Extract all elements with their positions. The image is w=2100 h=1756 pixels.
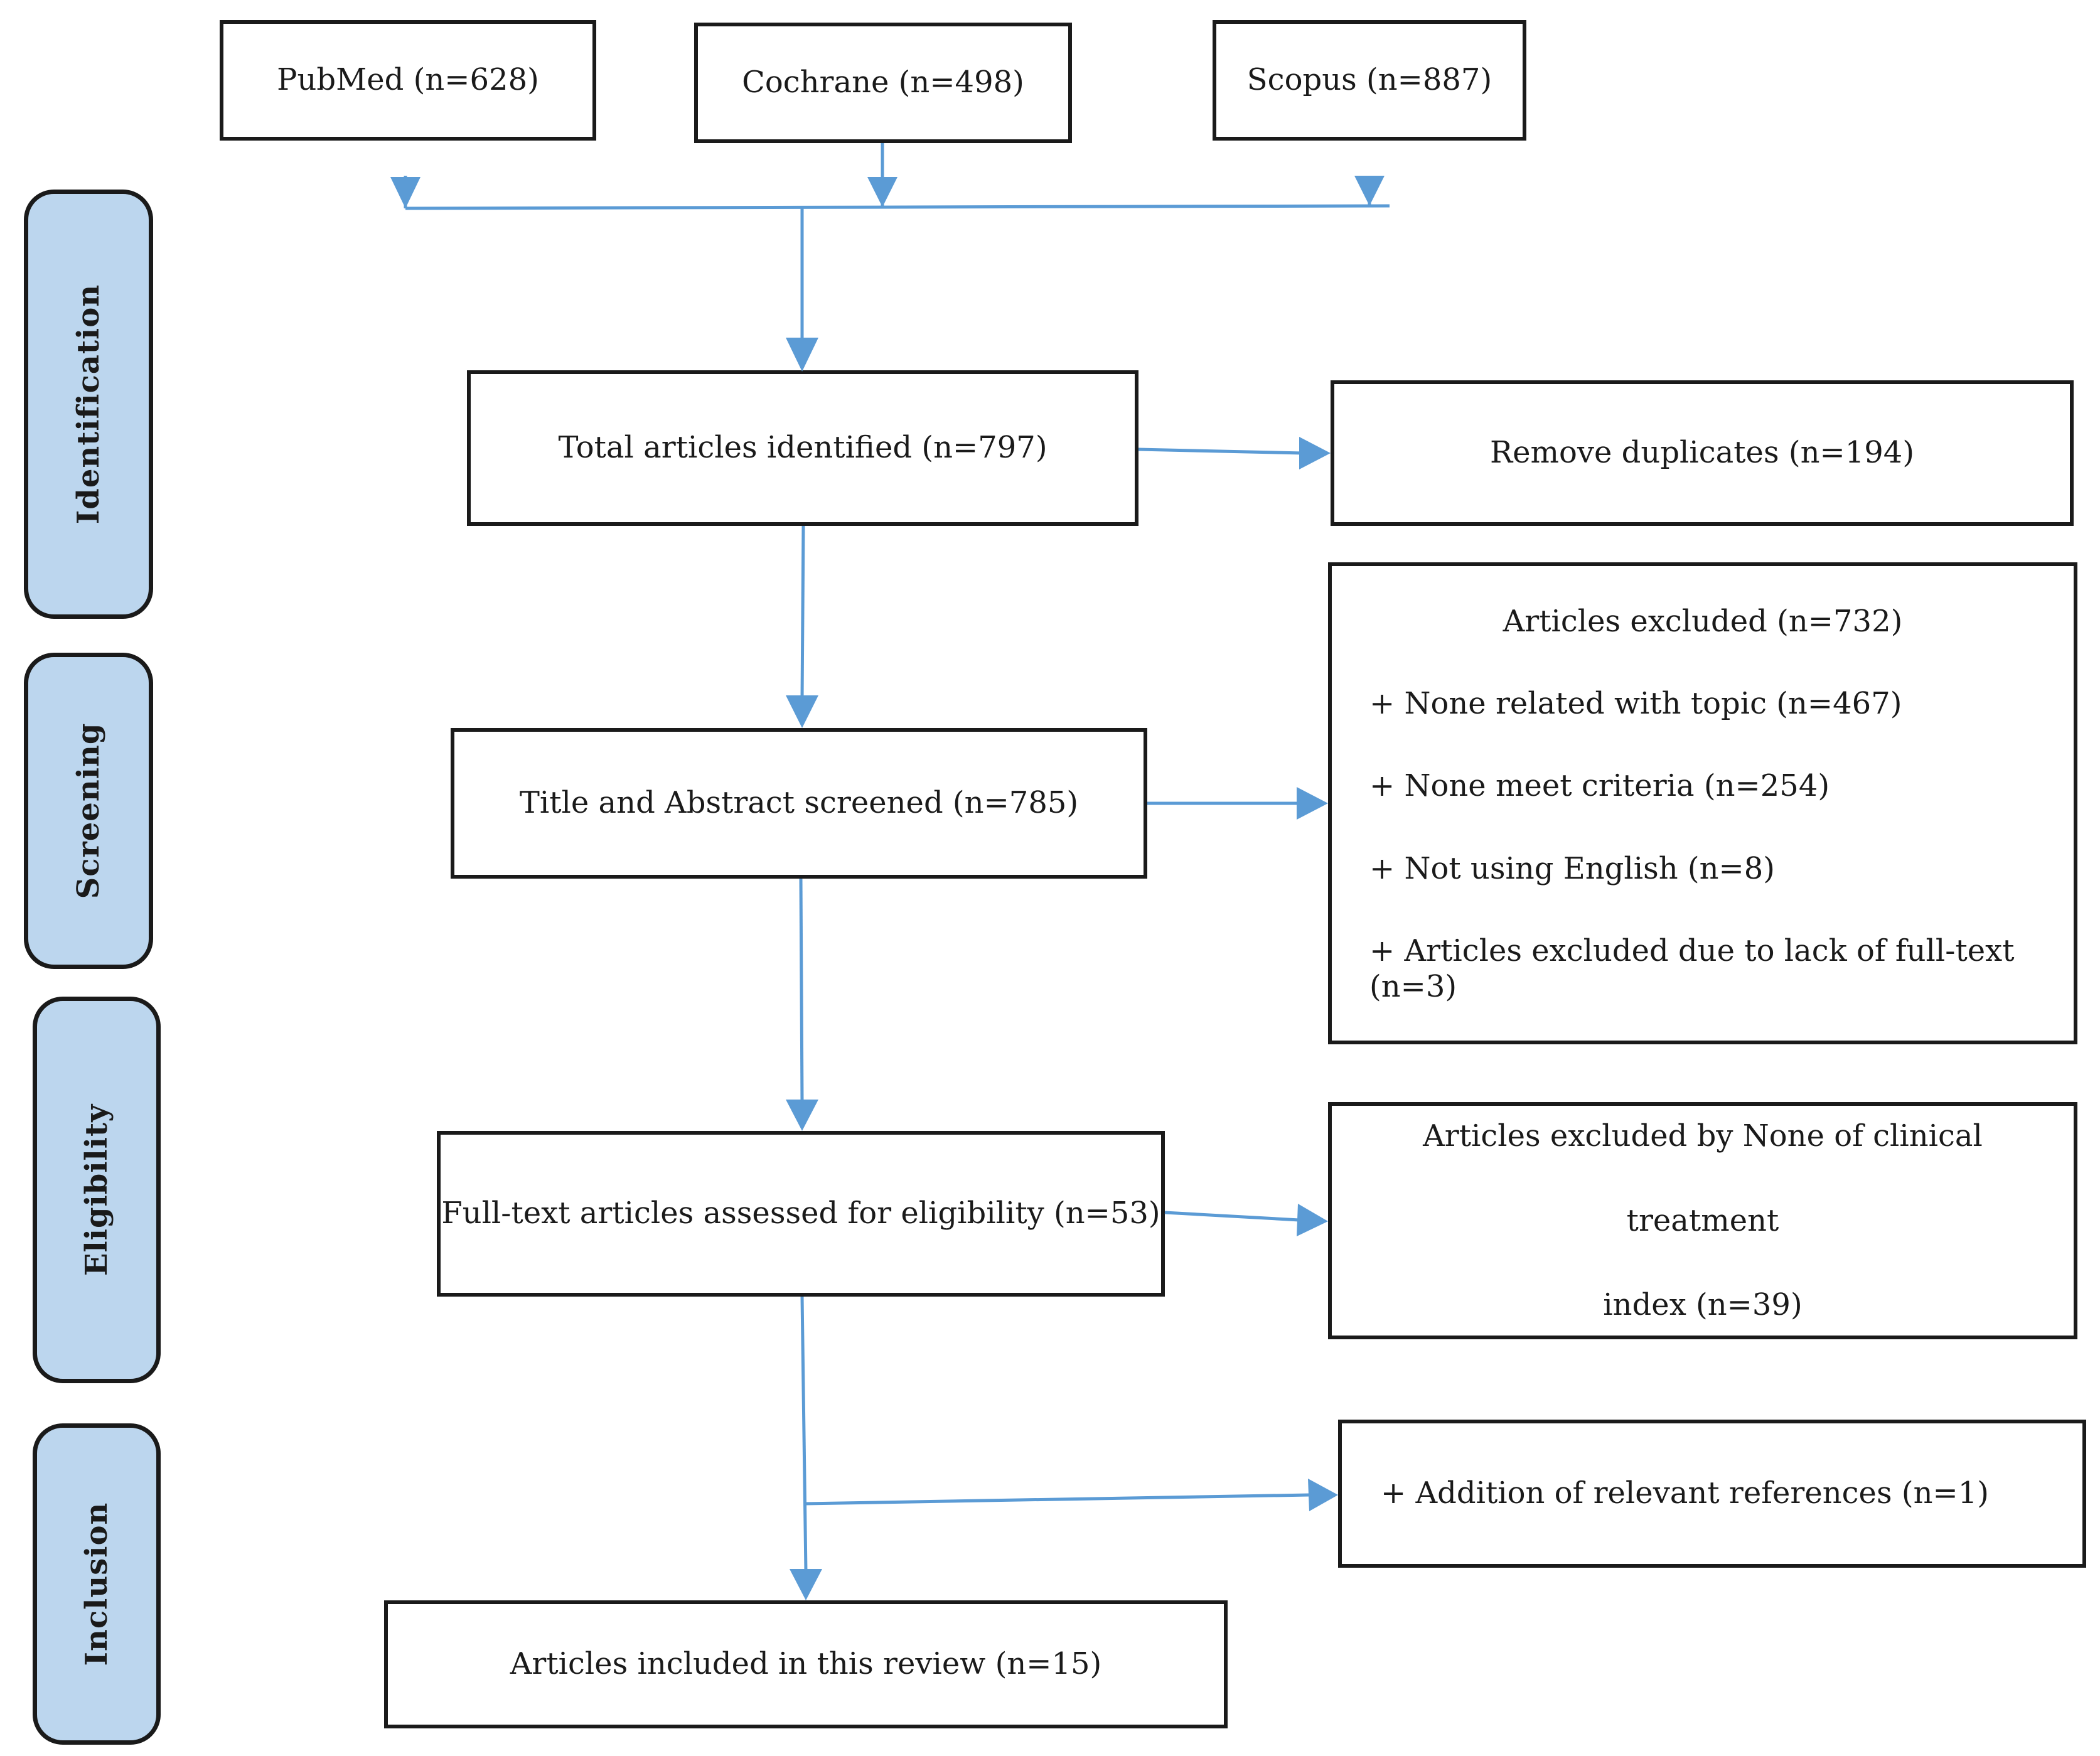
assessed-text: Full-text articles assessed for eligibil…	[441, 1196, 1160, 1231]
stage-screening: Screening	[24, 653, 153, 969]
arrowhead-addition	[1308, 1479, 1338, 1511]
eligibility-excluded-box: Articles excluded by None of clinical tr…	[1328, 1102, 2077, 1339]
arrowhead-scopus	[1354, 176, 1385, 206]
identified-box: Total articles identified (n=797)	[467, 370, 1138, 526]
arrow-screened-to-assessed	[799, 878, 804, 1103]
identified-text: Total articles identified (n=797)	[558, 430, 1047, 466]
addition-text: + Addition of relevant references (n=1)	[1381, 1475, 1989, 1511]
source-pubmed-text: PubMed (n=628)	[277, 62, 539, 98]
arrowhead-included	[790, 1569, 822, 1600]
arrowhead-screening-excluded	[1297, 787, 1328, 820]
screening-excluded-box: Articles excluded (n=732) + None related…	[1328, 562, 2077, 1044]
source-scopus-box: Scopus (n=887)	[1213, 20, 1526, 141]
stage-eligibility: Eligibility	[33, 997, 161, 1383]
stage-inclusion: Inclusion	[33, 1423, 161, 1745]
exclusion-reason-item: + None related with topic (n=467)	[1369, 686, 1902, 722]
source-cochrane-box: Cochrane (n=498)	[694, 23, 1072, 143]
eligibility-excluded-line2: index (n=39)	[1603, 1287, 1803, 1323]
arrow-assessed-to-included	[800, 1296, 808, 1572]
source-cochrane-text: Cochrane (n=498)	[742, 65, 1024, 100]
arrowhead-identified	[786, 338, 818, 372]
screened-box: Title and Abstract screened (n=785)	[451, 728, 1147, 879]
assessed-box: Full-text articles assessed for eligibil…	[437, 1131, 1165, 1297]
exclusion-reason-item: + None meet criteria (n=254)	[1369, 768, 1830, 804]
eligibility-excluded-line1: Articles excluded by None of clinical tr…	[1423, 1118, 1983, 1238]
included-box: Articles included in this review (n=15)	[384, 1600, 1228, 1728]
source-pubmed-box: PubMed (n=628)	[220, 20, 596, 141]
duplicates-box: Remove duplicates (n=194)	[1331, 380, 2074, 526]
included-text: Articles included in this review (n=15)	[510, 1646, 1102, 1682]
addition-box: + Addition of relevant references (n=1)	[1338, 1420, 2086, 1568]
arrow-identified-to-screened	[800, 525, 805, 700]
arrowhead-eligibility-excluded	[1297, 1204, 1328, 1236]
arrowhead-pubmed	[390, 177, 421, 208]
merge-line	[405, 204, 1390, 210]
screened-text: Title and Abstract screened (n=785)	[519, 785, 1079, 821]
screening-excluded-title: Articles excluded (n=732)	[1503, 604, 1903, 639]
arrowhead-cochrane	[867, 177, 897, 207]
source-scopus-text: Scopus (n=887)	[1246, 62, 1492, 98]
exclusion-reason-item: + Articles excluded due to lack of full-…	[1369, 933, 2015, 1005]
arrow-to-duplicates	[1138, 447, 1304, 455]
arrowhead-screened	[786, 695, 818, 728]
arrowhead-assessed	[786, 1100, 818, 1131]
stage-identification: Identification	[24, 190, 153, 619]
exclusion-reason-item: + Not using English (n=8)	[1369, 850, 1776, 886]
arrowhead-duplicates	[1299, 437, 1331, 469]
duplicates-text: Remove duplicates (n=194)	[1489, 435, 1915, 471]
arrow-to-eligibility-excluded	[1164, 1211, 1300, 1222]
arrow-to-addition	[804, 1493, 1310, 1506]
